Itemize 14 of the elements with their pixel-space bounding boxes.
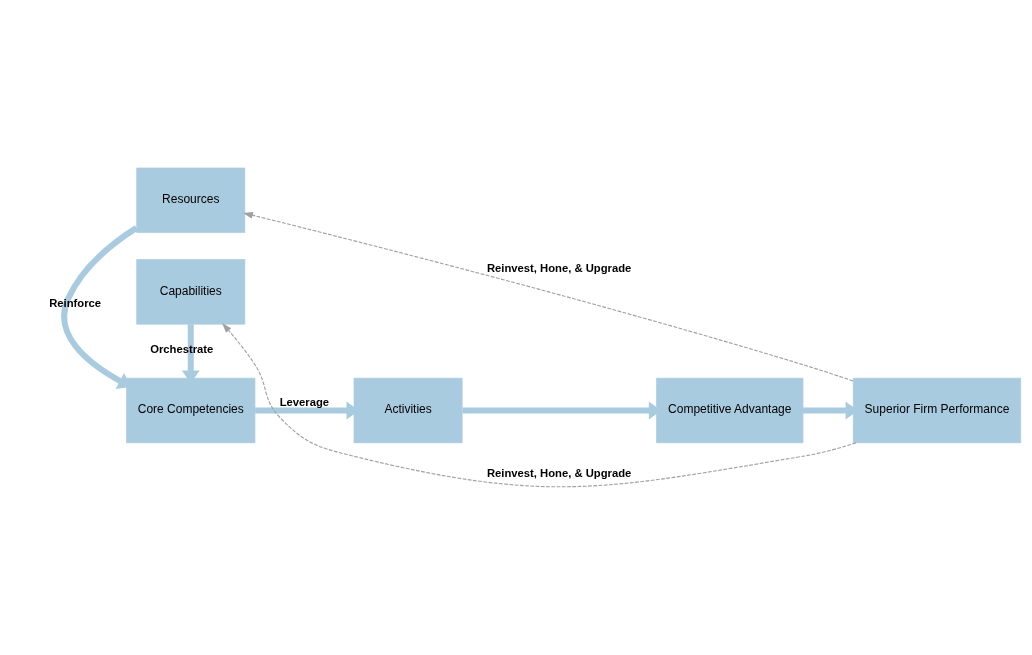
- node-box: Resources: [136, 167, 246, 233]
- node-box: Activities: [353, 377, 463, 444]
- arrow: [61, 225, 139, 389]
- node-box: Capabilities: [136, 259, 246, 325]
- node-box: Competitive Advantage: [656, 377, 804, 444]
- edge-label: Reinvest, Hone, & Upgrade: [486, 467, 632, 480]
- edge-label: Leverage: [279, 395, 330, 408]
- edge-label: Orchestrate: [150, 343, 214, 356]
- edge-label: Reinforce: [49, 297, 102, 310]
- node-box: Core Competencies: [126, 377, 256, 444]
- arrow: [243, 211, 854, 382]
- arrow: [222, 323, 857, 488]
- edge-label: Reinvest, Hone, & Upgrade: [486, 261, 632, 274]
- node-box: Superior Firm Performance: [852, 377, 1022, 444]
